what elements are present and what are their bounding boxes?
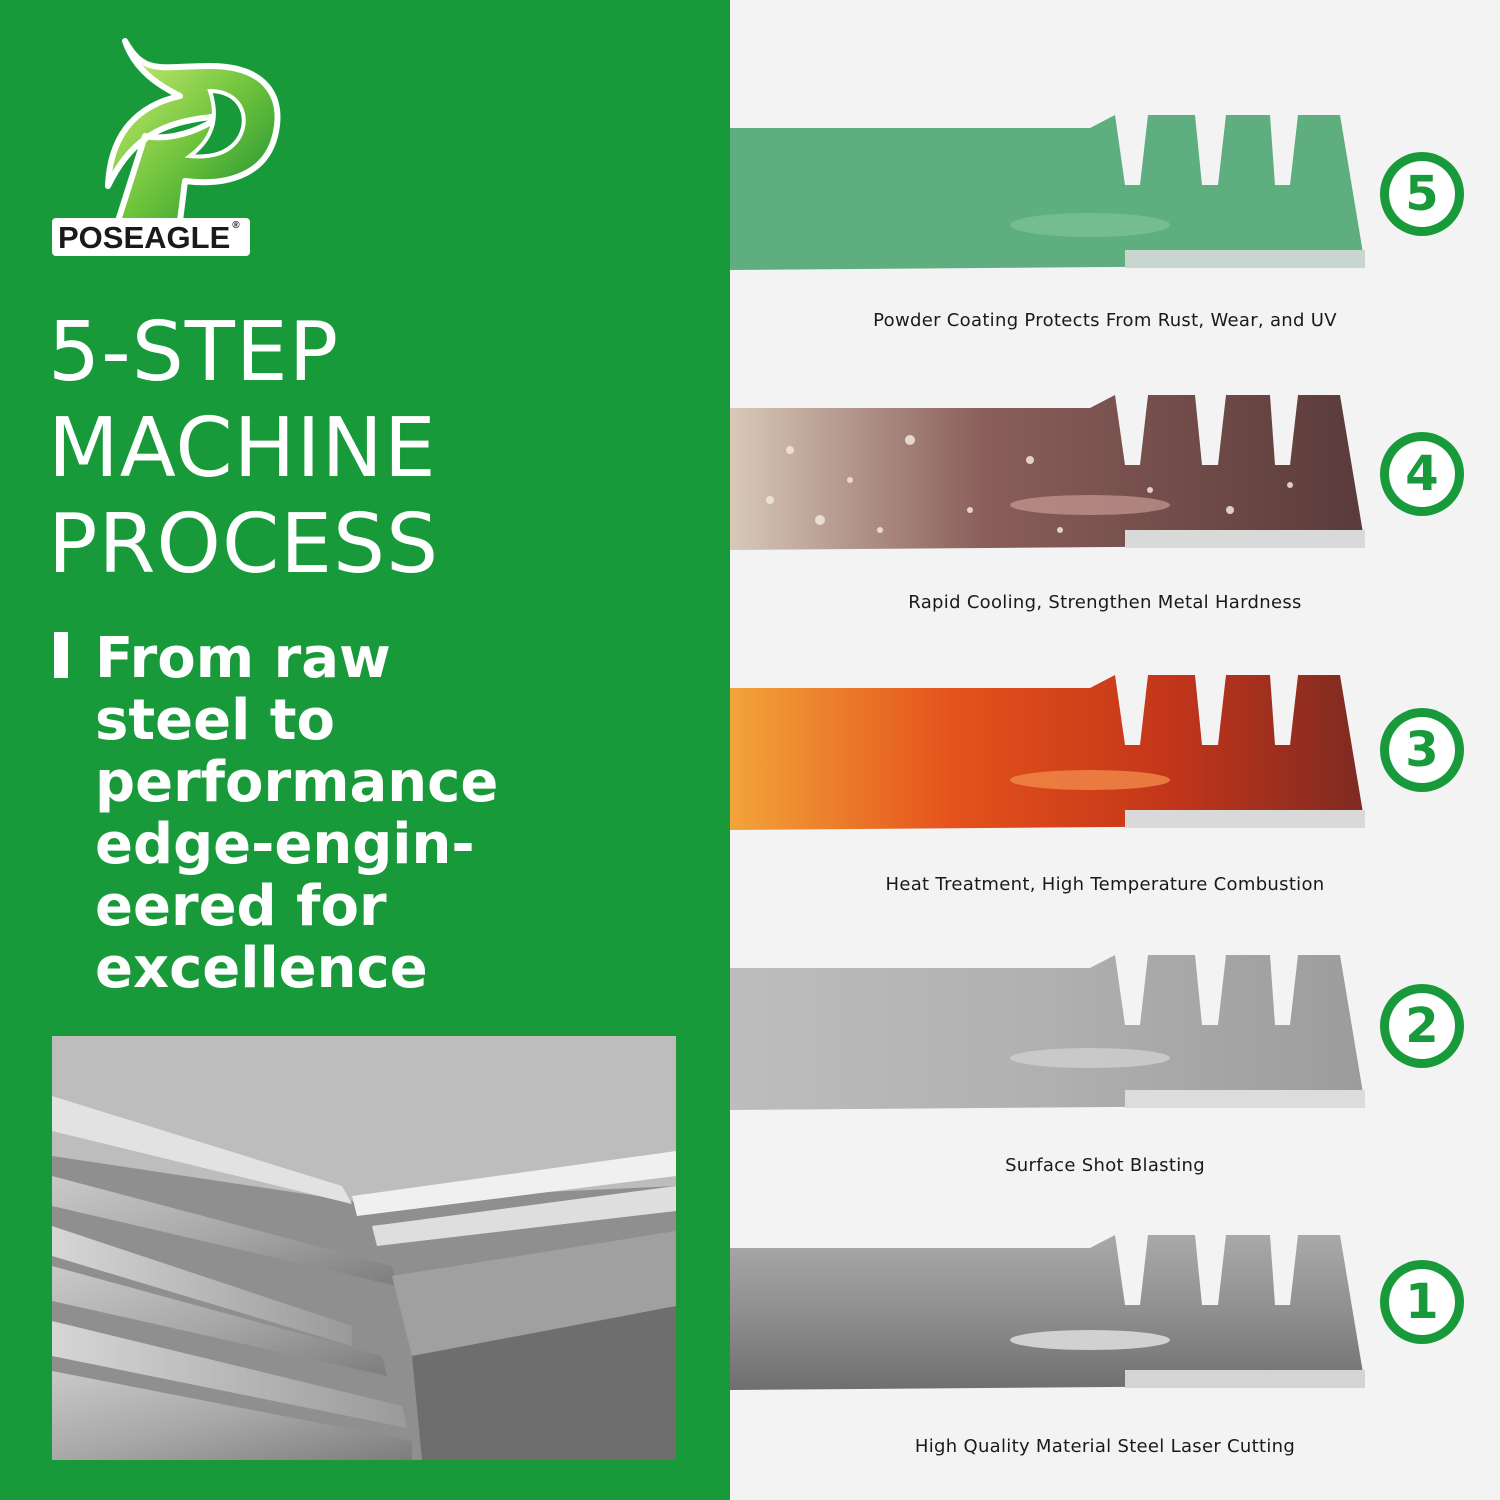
subheadline-accent-bar (54, 632, 68, 678)
step-5: 5 Powder Coating Protects From Rust, Wea… (730, 110, 1500, 350)
subheadline-line: performance (95, 750, 499, 815)
subheadline-line: steel to (95, 688, 335, 753)
step-number-badge: 4 (1380, 432, 1464, 516)
steel-sheets-photo (52, 1036, 676, 1460)
subheadline-line: From raw (95, 626, 391, 691)
step-number-badge: 3 (1380, 708, 1464, 792)
step-number-badge: 2 (1380, 984, 1464, 1068)
eagle-p-logo-icon (105, 38, 281, 224)
step-caption: Powder Coating Protects From Rust, Wear,… (873, 310, 1337, 331)
step-3: 3 Heat Treatment, High Temperature Combu… (730, 670, 1500, 910)
headline-line: PROCESS (48, 497, 440, 592)
blade-powder-coated-image (730, 115, 1365, 270)
headline: 5-STEP MACHINE PROCESS (48, 305, 439, 593)
headline-line: MACHINE (48, 401, 437, 496)
step-caption: High Quality Material Steel Laser Cuttin… (914, 1436, 1296, 1457)
headline-line: 5-STEP (48, 305, 340, 400)
step-number: 5 (1389, 161, 1455, 227)
step-1: 1 High Quality Material Steel Laser Cutt… (730, 1230, 1500, 1480)
step-number: 3 (1389, 717, 1455, 783)
step-number-badge: 5 (1380, 152, 1464, 236)
step-2: 2 Surface Shot Blasting (730, 950, 1500, 1190)
step-caption: Heat Treatment, High Temperature Combust… (885, 874, 1325, 895)
step-4: 4 Rapid Cooling, Strengthen Metal Hardne… (730, 390, 1500, 630)
brand-name: POSEAGLE (58, 220, 231, 255)
step-number: 2 (1389, 993, 1455, 1059)
blade-cooling-image (730, 395, 1365, 550)
blade-heat-treated-image (730, 675, 1365, 830)
blade-shot-blasted-image (730, 955, 1365, 1110)
subheadline-line: excellence (95, 936, 428, 1001)
step-caption: Surface Shot Blasting (1005, 1155, 1205, 1176)
subheadline: From raw steel to performance edge-engin… (95, 628, 615, 1000)
brand-wordmark: POSEAGLE® (52, 218, 250, 256)
step-number: 1 (1389, 1269, 1455, 1335)
subheadline-line: edge-engin- (95, 812, 475, 877)
step-number-badge: 1 (1380, 1260, 1464, 1344)
step-number: 4 (1389, 441, 1455, 507)
left-panel: POSEAGLE® 5-STEP MACHINE PROCESS From ra… (0, 0, 730, 1500)
step-caption: Rapid Cooling, Strengthen Metal Hardness (908, 592, 1302, 613)
registered-mark: ® (232, 220, 240, 231)
blade-laser-cut-image (730, 1235, 1365, 1390)
subheadline-line: eered for (95, 874, 387, 939)
